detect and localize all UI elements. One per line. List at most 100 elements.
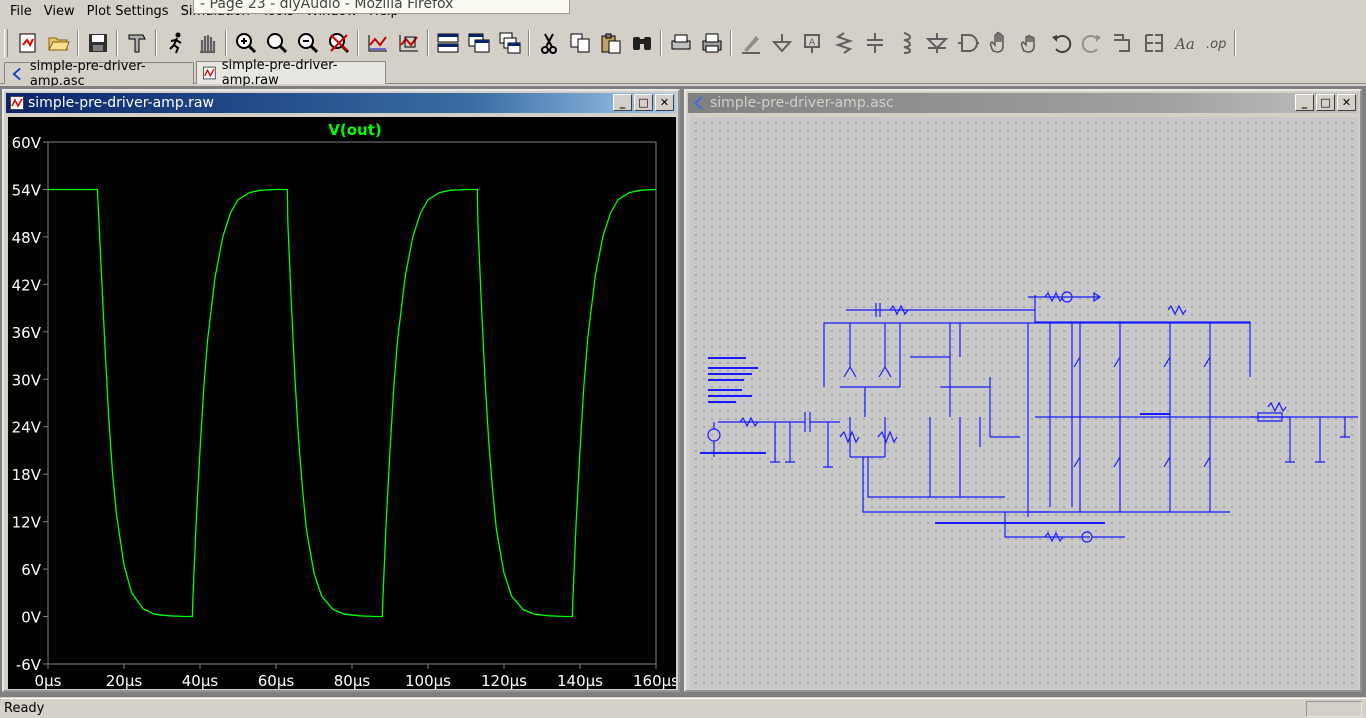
schematic-drawing[interactable] bbox=[690, 117, 1360, 689]
toolbar-separator bbox=[155, 30, 157, 56]
toolbar: A Aa .op bbox=[0, 25, 1366, 61]
draw-wire-pencil-icon[interactable] bbox=[735, 28, 766, 58]
toolbar-separator bbox=[427, 30, 429, 56]
open-folder-icon[interactable] bbox=[43, 28, 74, 58]
toolbar-separator bbox=[528, 30, 530, 56]
schematic-label-marks bbox=[700, 357, 1170, 524]
y-tick-label: 48V bbox=[12, 229, 42, 247]
close-button[interactable]: ✕ bbox=[1337, 94, 1356, 111]
schematic-window-titlebar[interactable]: simple-pre-driver-amp.asc _ □ ✕ bbox=[688, 93, 1358, 113]
plot-frame bbox=[47, 141, 657, 665]
x-tick-label: 120µs bbox=[481, 672, 527, 689]
tab-schematic[interactable]: simple-pre-driver-amp.asc bbox=[4, 59, 194, 89]
close-button[interactable]: ✕ bbox=[655, 94, 674, 111]
schematic-file-icon bbox=[12, 67, 21, 80]
menu-plot-settings[interactable]: Plot Settings bbox=[86, 4, 169, 19]
rotate-icon[interactable] bbox=[1107, 28, 1138, 58]
x-tick-label: 100µs bbox=[405, 672, 451, 689]
browser-title-tooltip: - Page 23 - diyAudio - Mozilla Firefox bbox=[193, 0, 570, 14]
waveform-file-icon bbox=[203, 66, 216, 80]
window-title: simple-pre-driver-amp.asc bbox=[710, 95, 894, 111]
tile-horizontal-icon[interactable] bbox=[432, 28, 463, 58]
cut-scissors-icon[interactable] bbox=[533, 28, 564, 58]
tab-label: simple-pre-driver-amp.raw bbox=[221, 58, 338, 88]
y-tick-label: 0V bbox=[21, 609, 42, 627]
schematic-window[interactable]: simple-pre-driver-amp.asc _ □ ✕ bbox=[684, 89, 1362, 692]
x-tick-label: 20µs bbox=[106, 672, 143, 689]
maximize-button[interactable]: □ bbox=[1316, 94, 1335, 111]
text-icon[interactable]: Aa bbox=[1169, 28, 1200, 58]
series-line-vout bbox=[48, 188, 657, 618]
diode-icon[interactable] bbox=[921, 28, 952, 58]
svg-text:A: A bbox=[809, 38, 816, 48]
maximize-button[interactable]: □ bbox=[634, 94, 653, 111]
component-icon[interactable] bbox=[952, 28, 983, 58]
toolbar-separator bbox=[116, 30, 118, 56]
y-tick-label: 18V bbox=[12, 466, 42, 484]
status-bar: Ready bbox=[0, 698, 1366, 718]
toolbar-separator bbox=[77, 30, 79, 56]
drag-hand-icon[interactable] bbox=[1014, 28, 1045, 58]
waveform-window-titlebar[interactable]: simple-pre-driver-amp.raw _ □ ✕ bbox=[6, 93, 676, 113]
y-tick-label: -6V bbox=[16, 656, 42, 674]
trace-name-label: V(out) bbox=[328, 121, 381, 139]
zoom-fit-icon[interactable] bbox=[323, 28, 354, 58]
schematic-canvas[interactable] bbox=[690, 117, 1360, 689]
x-tick-label: 80µs bbox=[334, 672, 371, 689]
spice-directive-icon[interactable]: .op bbox=[1200, 28, 1231, 58]
halt-hand-icon[interactable] bbox=[191, 28, 222, 58]
y-tick-label: 30V bbox=[12, 371, 42, 389]
toolbar-separator bbox=[357, 30, 359, 56]
toolbar-separator bbox=[660, 30, 662, 56]
inductor-icon[interactable] bbox=[890, 28, 921, 58]
zoom-out-icon[interactable] bbox=[292, 28, 323, 58]
toolbar-separator bbox=[730, 30, 732, 56]
resistor-icon[interactable] bbox=[828, 28, 859, 58]
autoscale-icon[interactable] bbox=[362, 28, 393, 58]
mdi-workspace: simple-pre-driver-amp.raw _ □ ✕ 60V 54V 48… bbox=[0, 86, 1366, 697]
new-schematic-icon[interactable] bbox=[12, 28, 43, 58]
y-tick-label: 60V bbox=[12, 134, 42, 152]
move-hand-icon[interactable] bbox=[983, 28, 1014, 58]
y-tick-label: 12V bbox=[12, 514, 42, 532]
mirror-icon[interactable] bbox=[1138, 28, 1169, 58]
capacitor-icon[interactable] bbox=[859, 28, 890, 58]
minimize-button[interactable]: _ bbox=[1295, 94, 1314, 111]
window-title: simple-pre-driver-amp.raw bbox=[28, 95, 214, 111]
y-tick-label: 6V bbox=[21, 561, 42, 579]
menu-view[interactable]: View bbox=[43, 4, 75, 19]
find-binoculars-icon[interactable] bbox=[626, 28, 657, 58]
schematic-wires bbox=[707, 291, 1360, 543]
toolbar-grip[interactable] bbox=[4, 29, 8, 57]
run-icon[interactable] bbox=[160, 28, 191, 58]
minimize-button[interactable]: _ bbox=[613, 94, 632, 111]
save-icon[interactable] bbox=[82, 28, 113, 58]
x-tick-label: 140µs bbox=[557, 672, 603, 689]
x-tick-label: 40µs bbox=[182, 672, 219, 689]
zoom-area-icon[interactable] bbox=[261, 28, 292, 58]
cascade-icon[interactable] bbox=[494, 28, 525, 58]
copy-icon[interactable] bbox=[564, 28, 595, 58]
tile-vertical-icon[interactable] bbox=[463, 28, 494, 58]
ground-icon[interactable] bbox=[766, 28, 797, 58]
tab-label: simple-pre-driver-amp.asc bbox=[29, 58, 146, 89]
tab-waveform[interactable]: simple-pre-driver-amp.raw bbox=[196, 58, 386, 88]
redo-icon[interactable] bbox=[1076, 28, 1107, 58]
zoom-in-icon[interactable] bbox=[230, 28, 261, 58]
y-tick-label: 54V bbox=[12, 181, 42, 199]
print-icon[interactable] bbox=[696, 28, 727, 58]
y-tick-label: 24V bbox=[12, 419, 42, 437]
toolbar-separator bbox=[225, 30, 227, 56]
paste-icon[interactable] bbox=[595, 28, 626, 58]
undo-icon[interactable] bbox=[1045, 28, 1076, 58]
clear-plot-icon[interactable] bbox=[393, 28, 424, 58]
print-setup-icon[interactable] bbox=[665, 28, 696, 58]
document-tabs: simple-pre-driver-amp.asc simple-pre-dri… bbox=[0, 58, 1366, 89]
control-panel-hammer-icon[interactable] bbox=[121, 28, 152, 58]
waveform-window[interactable]: simple-pre-driver-amp.raw _ □ ✕ 60V 54V 48… bbox=[2, 89, 680, 692]
svg-text:Aa: Aa bbox=[1173, 35, 1195, 53]
label-net-icon[interactable]: A bbox=[797, 28, 828, 58]
menu-file[interactable]: File bbox=[10, 4, 32, 19]
